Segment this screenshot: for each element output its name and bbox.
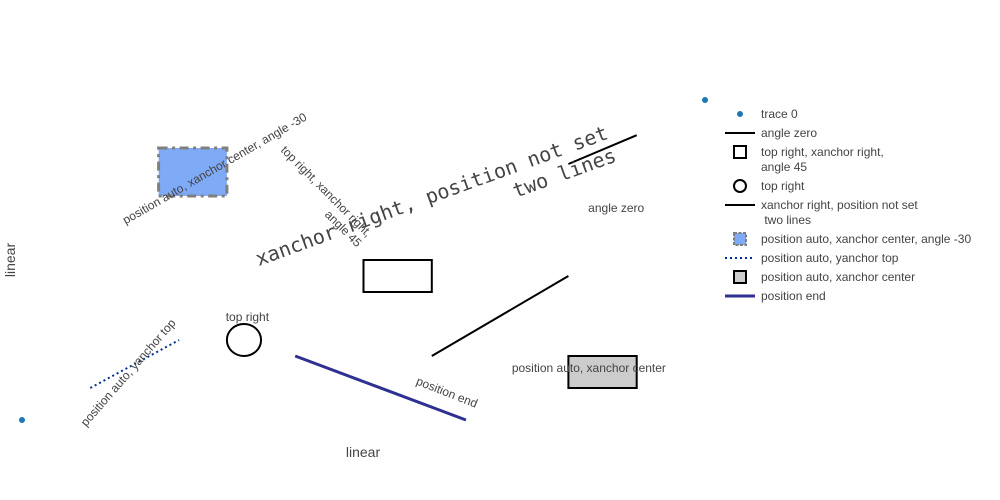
legend-label: position end	[761, 289, 826, 303]
legend-label-line: xanchor right, position not set	[761, 198, 918, 212]
annotation-angle-minus-30: position auto, xanchor center, angle -30	[120, 110, 309, 227]
legend-label-line: top right, xanchor right,	[761, 145, 884, 159]
legend-item-two-lines[interactable]: xanchor right, position not set two line…	[725, 198, 918, 227]
legend-item-angle-zero[interactable]: angle zero	[725, 126, 817, 140]
legend-rect-icon	[733, 145, 747, 159]
y-axis-title: linear	[2, 243, 18, 278]
legend-label-line: two lines	[761, 213, 811, 227]
annotation-xanchor-center: position auto, xanchor center	[512, 361, 666, 375]
legend-label-line: angle 45	[761, 160, 807, 174]
legend-label-line: trace 0	[761, 107, 798, 121]
legend-label-line: position auto, xanchor center, angle -30	[761, 232, 971, 246]
legend-item-yanchor-top[interactable]: position auto, yanchor top	[725, 251, 899, 265]
legend-rect-icon	[733, 270, 747, 284]
shape-two-lines	[431, 275, 569, 357]
legend-label: top right, xanchor right,angle 45	[761, 145, 884, 174]
legend-item-xanchor-center[interactable]: position auto, xanchor center	[733, 270, 915, 284]
legend-label: top right	[761, 179, 805, 193]
trace-point[interactable]	[19, 417, 25, 423]
legend-item-angle-minus-30[interactable]: position auto, xanchor center, angle -30	[733, 232, 971, 246]
annotation-line: xanchor right, position not set	[252, 121, 611, 271]
legend[interactable]: trace 0 angle zero top right, xanchor righ…	[725, 107, 971, 303]
shape-angle-minus-30	[157, 146, 229, 198]
legend-item-top-right-anchor[interactable]: top right, xanchor right,angle 45	[733, 145, 884, 174]
x-axis-title: linear	[346, 444, 381, 460]
shape-top-right-anchor	[362, 259, 433, 293]
annotation-two-lines: xanchor right, position not settwo lines	[252, 121, 619, 294]
legend-item-position-end[interactable]: position end	[725, 289, 826, 303]
legend-label-line: position auto, yanchor top	[761, 251, 899, 265]
shape-angle-zero	[568, 134, 638, 165]
plot-markers	[19, 97, 708, 423]
legend-label-line: position end	[761, 289, 826, 303]
plot-shapes	[89, 134, 638, 422]
annotation-top-right-circle: top right	[226, 310, 270, 324]
legend-label-line: top right	[761, 179, 805, 193]
legend-item-trace-0[interactable]: trace 0	[737, 107, 798, 121]
annotation-angle-zero: angle zero	[588, 201, 644, 215]
legend-label: position auto, yanchor top	[761, 251, 899, 265]
legend-label: position auto, xanchor center	[761, 270, 915, 284]
legend-label: angle zero	[761, 126, 817, 140]
legend-label: trace 0	[761, 107, 798, 121]
legend-marker-icon	[737, 111, 743, 117]
shape-yanchor-top	[89, 339, 180, 389]
legend-label: xanchor right, position not set two line…	[761, 198, 918, 227]
shape-top-right-circle	[225, 323, 263, 357]
annotation-yanchor-top: position auto, yanchor top	[78, 316, 179, 429]
shape-xanchor-center	[567, 355, 638, 389]
shape-position-end	[294, 354, 467, 422]
legend-circle-icon	[733, 179, 747, 193]
trace-point[interactable]	[702, 97, 708, 103]
legend-item-top-right-circle[interactable]: top right	[733, 179, 805, 193]
legend-label-line: angle zero	[761, 126, 817, 140]
legend-label-line: position auto, xanchor center	[761, 270, 915, 284]
legend-rect-icon	[733, 232, 747, 246]
legend-label: position auto, xanchor center, angle -30	[761, 232, 971, 246]
